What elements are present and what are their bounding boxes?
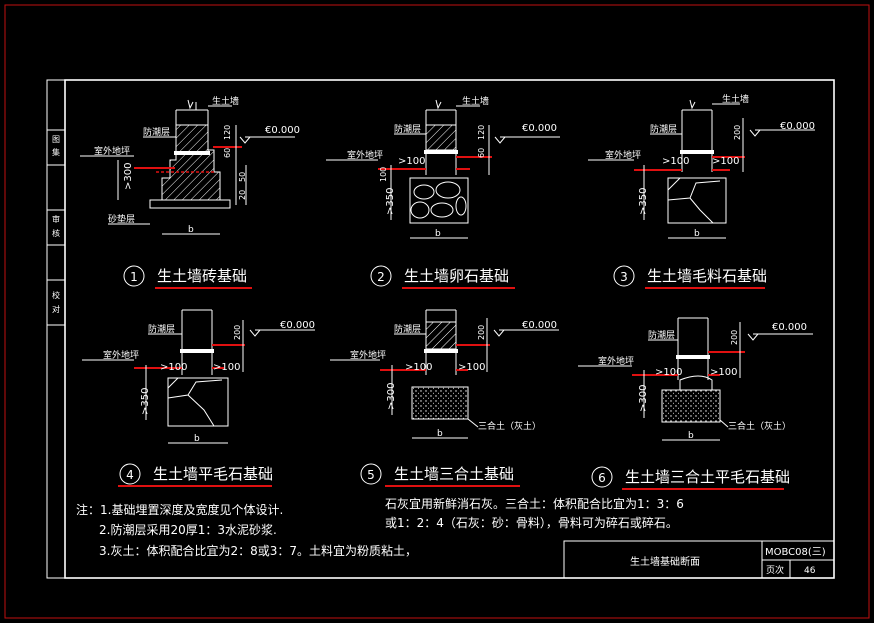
d4-outdoor-label: 室外地坪 [103,349,139,361]
d1-outdoor-label: 室外地坪 [94,145,130,157]
detail-5-number: 5 [367,468,375,482]
strip-label-f: 对 [52,304,60,314]
d4-dim-200: 200 [233,325,242,340]
strip-label-c: 审 [52,214,60,224]
d4-dim-gt100-right: >100 [213,362,240,373]
d5-dim-300: >300 [386,383,397,410]
d2-wall-label: 生土墙 [462,95,489,107]
d1-dim-20: 20 [238,190,247,200]
d2-dim-60: 60 [477,148,486,158]
detail-4-title: 生土墙平毛石基础 [153,465,273,483]
d2-level: €0.000 [522,123,557,134]
d1-dim-50: 50 [238,172,247,182]
detail-titles: 1 生土墙砖基础 2 生土墙卵石基础 3 生土墙毛料石基础 4 生土墙平毛石基础… [118,265,790,490]
detail-4-number: 4 [126,468,134,482]
detail-2-title: 生土墙卵石基础 [404,267,509,285]
detail-1-brick-foundation: 生土墙 防潮层 室外地坪 砂垫层 €0.000 120 60 50 20 >30… [80,95,300,235]
d2-dim-120: 120 [477,125,486,140]
d1-dpc-label: 防潮层 [143,126,170,138]
d6-dim-b: b [688,431,694,441]
d3-outdoor-label: 室外地坪 [605,149,641,161]
detail-1-title: 生土墙砖基础 [157,267,247,285]
d6-level: €0.000 [772,322,807,333]
d5-dim-gt100-left: >100 [405,362,432,373]
strip-label-e: 校 [52,290,60,300]
d5-dim-gt100-right: >100 [458,362,485,373]
d5-lime-soil-label: 三合土（灰土） [478,420,541,432]
detail-3-rubble-foundation: 生土墙 防潮层 室外地坪 >100 >100 €0.000 200 >350 b [588,93,815,239]
d1-dim-120: 120 [223,125,232,140]
d2-dim-100: 100 [379,167,388,182]
page-number: 46 [804,566,816,576]
detail-6-title: 生土墙三合土平毛石基础 [625,468,790,486]
detail-2-number: 2 [377,270,385,284]
left-strip: 图 集 审 核 校 对 [47,129,65,326]
detail-4-flat-rubble-foundation: 防潮层 室外地坪 >100 >100 €0.000 200 >350 b [82,309,315,444]
d2-dim-gt100: >100 [398,156,425,167]
d2-dim-b: b [435,229,441,239]
d3-dim-b: b [694,229,700,239]
d3-dim-gt100-left: >100 [662,156,689,167]
d3-dim-200: 200 [733,125,742,140]
drawing-name: 生土墙基础断面 [630,555,700,568]
d2-dim-350: >350 [385,188,396,215]
outer-frame [4,4,870,619]
d6-dim-gt100-right: >100 [710,367,737,378]
d1-dim-300: >300 [123,163,134,190]
note-2: 2.防潮层采用20厚1：3水泥砂浆. [99,522,277,537]
note-1: 注：1.基础埋置深度及宽度见个体设计. [76,502,283,517]
d6-lime-soil-label: 三合土（灰土） [728,420,791,432]
strip-label-b: 集 [52,147,60,157]
notes: 注：1.基础埋置深度及宽度见个体设计. 2.防潮层采用20厚1：3水泥砂浆. 3… [76,496,684,558]
inner-border [64,79,835,579]
detail-6-number: 6 [598,471,606,485]
d2-outdoor-label: 室外地坪 [347,149,383,161]
note-3: 3.灰土：体积配合比宜为2：8或3：7。土料宜为粉质粘土， [99,543,417,558]
d1-level: €0.000 [265,125,300,136]
d6-outdoor-label: 室外地坪 [598,355,634,367]
d4-level: €0.000 [280,320,315,331]
detail-5-lime-soil-foundation: 防潮层 室外地坪 >100 >100 €0.000 200 >300 三合土（灰… [330,309,559,439]
d5-outdoor-label: 室外地坪 [350,349,386,361]
d6-dim-200: 200 [730,330,739,345]
drawing-code: MOBC08(三) [765,547,826,558]
note-5: 或1：2：4（石灰：砂：骨料），骨料可为碎石或碎石。 [385,515,678,530]
d3-dpc-label: 防潮层 [650,123,677,135]
d4-dim-b: b [194,434,200,444]
d6-dim-300: >300 [638,385,649,412]
d4-dim-gt100-left: >100 [160,362,187,373]
d6-dpc-label: 防潮层 [648,329,675,341]
strip-label-a: 图 [52,135,60,144]
detail-5-title: 生土墙三合土基础 [394,465,514,483]
d3-dim-gt100-right: >100 [712,156,739,167]
d3-level: €0.000 [780,121,815,132]
detail-2-pebble-foundation: 生土墙 防潮层 室外地坪 >100 €0.000 120 60 >350 100… [326,95,560,239]
d1-dim-60: 60 [223,148,232,158]
d1-sand-label: 砂垫层 [108,213,135,225]
detail-3-title: 生土墙毛料石基础 [647,267,767,285]
d4-dpc-label: 防潮层 [148,323,175,335]
d1-dim-b: b [188,225,194,235]
note-4: 石灰宜用新鲜消石灰。三合土：体积配合比宜为1：3：6 [385,496,684,511]
d3-dim-350: >350 [638,188,649,215]
detail-3-number: 3 [620,270,628,284]
strip-label-d: 核 [52,228,60,238]
d3-wall-label: 生土墙 [722,93,749,105]
d4-dim-350: >350 [140,388,151,415]
d5-dpc-label: 防潮层 [394,323,421,335]
detail-1-number: 1 [130,270,138,284]
d2-dpc-label: 防潮层 [394,123,421,135]
d6-dim-gt100-left: >100 [655,367,682,378]
d5-dim-200: 200 [477,325,486,340]
title-block: 生土墙基础断面 MOBC08(三) 页次 46 [563,540,835,579]
d1-wall-label: 生土墙 [212,95,239,107]
d5-dim-b: b [437,429,443,439]
page-label: 页次 [766,564,784,576]
detail-6-lime-soil-rubble-foundation: 防潮层 室外地坪 >100 >100 €0.000 200 >300 三合土（灰… [578,317,813,441]
d5-level: €0.000 [522,320,557,331]
